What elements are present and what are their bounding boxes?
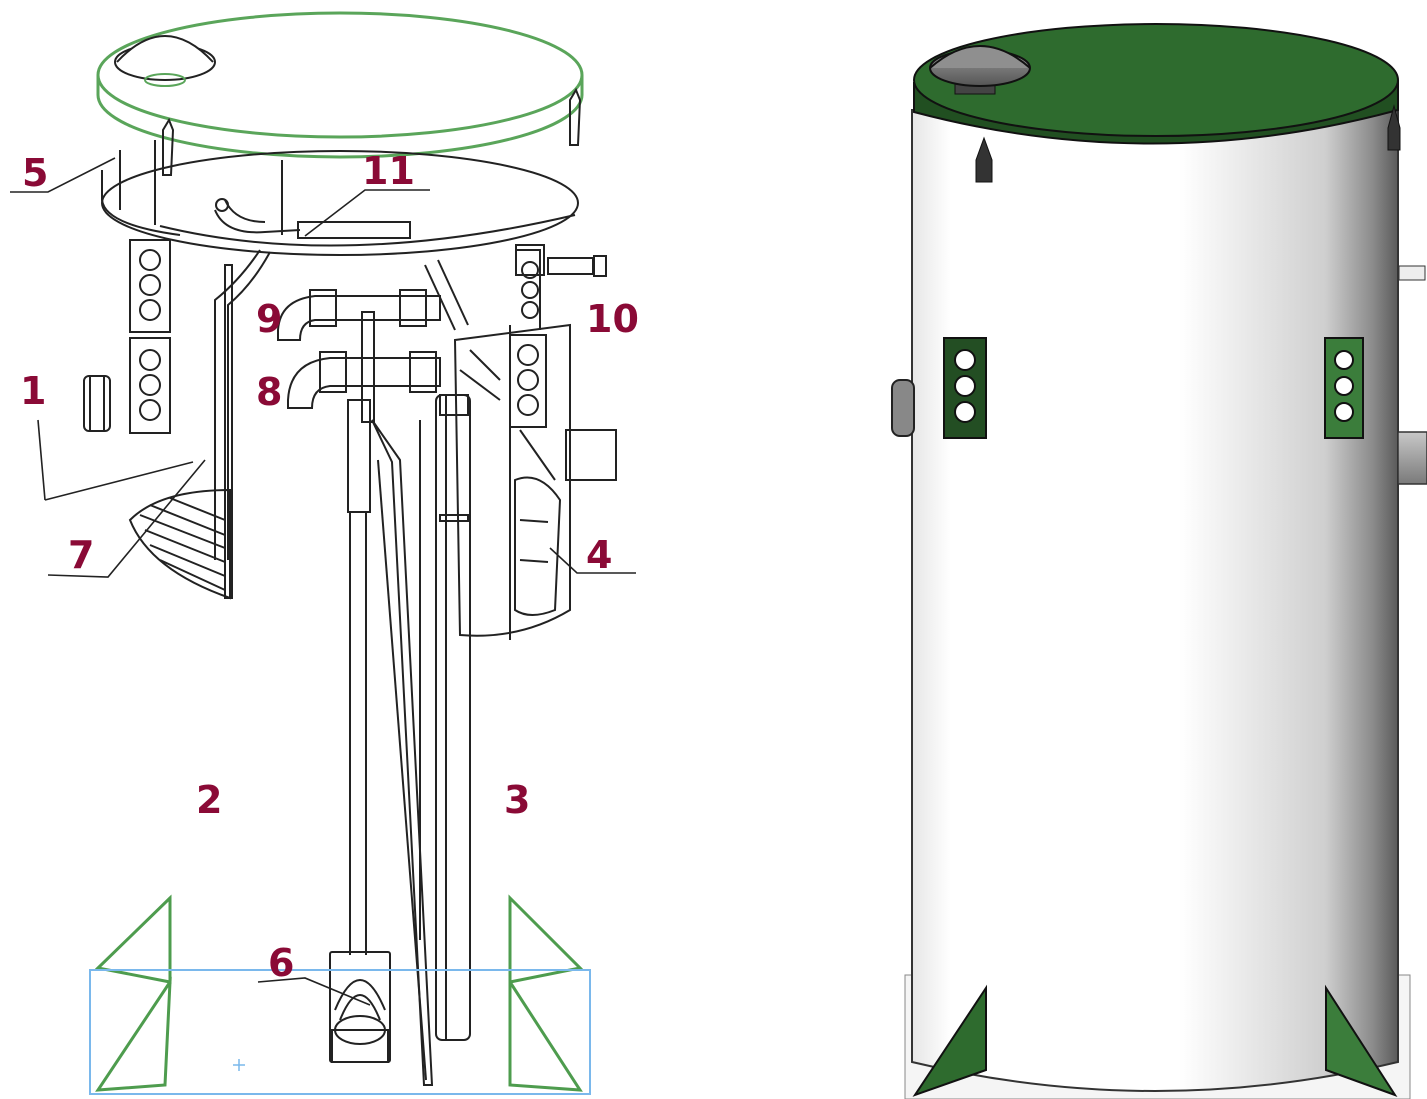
tank-side-fitting-left [891,379,915,437]
tank-lid [913,23,1399,137]
manifold-pipe [214,198,411,560]
assembled-view [891,23,1427,1099]
tank-latch-right [1387,104,1401,151]
callout-3: 3 [504,778,531,822]
elbow-9 [277,289,441,341]
tank-hole-panel-left [943,337,987,439]
callout-6: 6 [268,941,295,985]
callout-1: 1 [20,369,47,413]
central-pipes [347,311,471,1086]
callout-4: 4 [586,533,613,577]
origin-marker [233,1059,245,1071]
bottom-pump [329,951,391,1063]
tank-vent-dome [929,45,1031,95]
callout-9: 9 [256,297,283,341]
tank-fin-right [1325,984,1398,1097]
top-flange [101,140,579,256]
tank-latch-left [975,136,993,183]
exploded-view [10,11,636,1095]
tank-hole-panel-right [1324,337,1364,439]
tank-fin-left [912,984,987,1097]
tank-body [911,109,1399,1092]
pipe-fitting [83,375,111,432]
hole-bracket-lower-left [129,337,171,434]
latch-right [569,87,582,146]
lid-outline [96,11,584,159]
left-compartment [128,264,233,600]
hole-bracket-upper-left [129,239,171,333]
callout-2: 2 [196,778,223,822]
callout-8: 8 [256,370,283,414]
tank-small-fitting [1398,265,1426,281]
elbow-8 [287,351,441,409]
selection-box [89,969,591,1095]
leader-lines [10,157,636,1006]
callout-11: 11 [362,149,415,193]
callout-5: 5 [22,151,49,195]
callout-7: 7 [68,533,95,577]
vent-dome [114,35,216,87]
tank-outlet-pipe [1397,431,1427,485]
callout-10: 10 [586,297,639,341]
bottom-fins [94,894,584,1092]
right-compartment [424,244,617,640]
